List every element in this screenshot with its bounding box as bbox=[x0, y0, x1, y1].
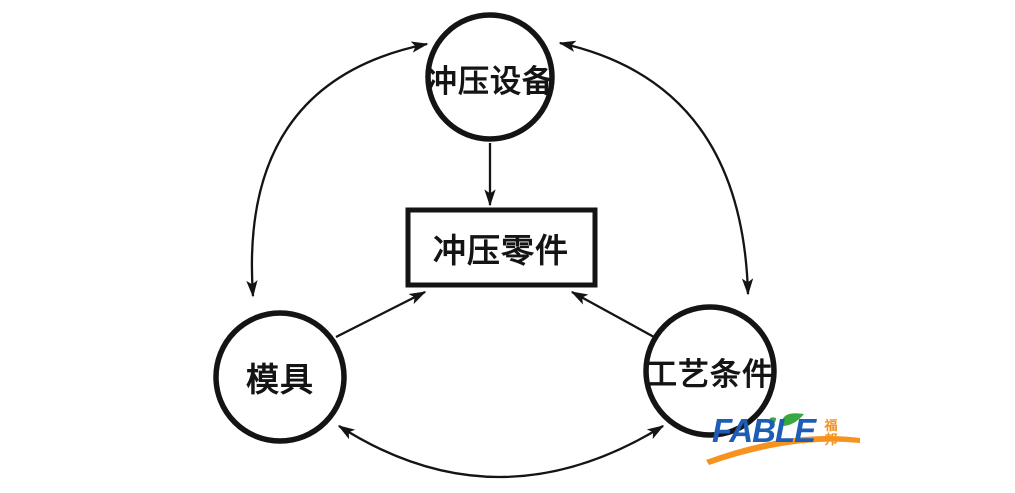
logo-brand-text: FABLE bbox=[712, 412, 816, 449]
logo-chinese-top: 福 bbox=[824, 418, 838, 433]
arc-die-process bbox=[337, 425, 665, 479]
fable-logo-graphics bbox=[706, 413, 860, 465]
fable-logo: FABLE 福 邦 bbox=[700, 400, 880, 480]
arrow-die-to-part bbox=[335, 290, 427, 339]
logo-leaf-icon bbox=[781, 413, 804, 426]
arrow-process-to-part bbox=[570, 290, 655, 339]
logo-swoosh-icon bbox=[706, 435, 860, 465]
arc-equipment-process bbox=[558, 40, 754, 296]
rect-stamping-part bbox=[405, 207, 598, 288]
node-label-die: 模具 bbox=[246, 361, 314, 398]
circle-process-conditions bbox=[643, 304, 777, 438]
logo-chinese-bottom: 邦 bbox=[824, 432, 838, 447]
circle-stamping-equipment bbox=[425, 12, 555, 142]
node-label-stamping-part: 冲压零件 bbox=[433, 232, 569, 269]
arc-equipment-die bbox=[246, 41, 429, 298]
circle-die bbox=[213, 310, 347, 444]
logo-chinese-text: 福 邦 bbox=[823, 419, 839, 447]
node-label-stamping-equipment: 冲压设备 bbox=[426, 63, 554, 99]
logo-leaf-drop-icon bbox=[769, 417, 776, 426]
node-label-process-conditions: 工艺条件 bbox=[646, 356, 774, 392]
